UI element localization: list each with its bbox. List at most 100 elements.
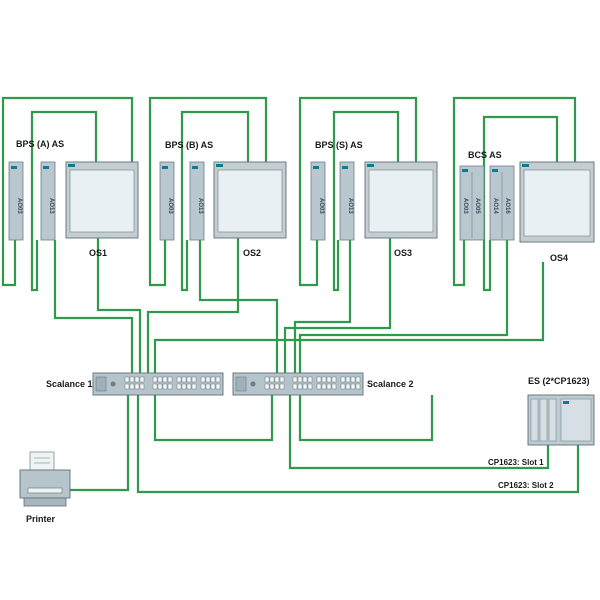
as-group-bcs-label: BCS AS [468, 150, 502, 160]
os1-monitor [65, 161, 139, 239]
switch-port [134, 376, 140, 383]
switch-port [345, 376, 351, 383]
os1-label: OS1 [89, 248, 107, 258]
cable-a-to-switch [53, 240, 134, 373]
switch-port [297, 383, 303, 390]
switch-port [331, 383, 337, 390]
switch-port [355, 383, 361, 390]
cable-printer [70, 395, 130, 492]
switch-port [292, 376, 298, 383]
slot-1-label: CP1623: Slot 1 [488, 458, 544, 467]
switch-port [321, 383, 327, 390]
as-group-s: BPS (S) AS AO03 AO13 OS3 [310, 140, 438, 258]
switch-port [157, 383, 163, 390]
switch-port [345, 383, 351, 390]
as-b-module-2-label: AO13 [197, 198, 203, 214]
as-group-bcs: BCS AS AO03 AO05 AO14 AO16 OS4 [459, 150, 595, 263]
switch-port [181, 376, 187, 383]
as-a-module-2: AO13 [40, 161, 56, 241]
as-s-module-1: AO03 [310, 161, 326, 241]
es-station [527, 394, 595, 446]
switch-port [269, 376, 275, 383]
switch-port [129, 383, 135, 390]
switch-port [302, 376, 308, 383]
switch-port [326, 376, 332, 383]
as-b-module-2: AO13 [189, 161, 205, 241]
switch-port [176, 383, 182, 390]
scalance-1-label: Scalance 1 [46, 379, 93, 389]
scalance-2-switch [232, 372, 364, 396]
os4-monitor [519, 161, 595, 243]
cable-a-inner [30, 110, 98, 292]
switch-port [200, 383, 206, 390]
os3-monitor [364, 161, 438, 239]
switch-port [326, 383, 332, 390]
switch-port [215, 383, 221, 390]
cable-os4-to-switch [153, 262, 545, 373]
switch-port [297, 376, 303, 383]
slot-2-label: CP1623: Slot 2 [498, 481, 554, 490]
switch-port [307, 383, 313, 390]
cable-bcs-to-switch [298, 240, 509, 373]
switch-port [316, 383, 322, 390]
as-b-module-1-label: AO03 [167, 198, 173, 214]
as-s-module-1-label: AO03 [318, 198, 324, 214]
os2-monitor [213, 161, 287, 239]
switch-port [321, 376, 327, 383]
as-s-module-2-label: AO13 [347, 198, 353, 214]
switch-port [331, 376, 337, 383]
as-a-module-2-label: AO13 [48, 198, 54, 214]
network-cables [1, 96, 580, 494]
switch-port [129, 376, 135, 383]
bcs-rack-1: AO03 AO05 [459, 165, 485, 241]
printer-icon [19, 451, 71, 507]
cable-os2-to-switch [146, 238, 240, 373]
switch-port [186, 376, 192, 383]
switch-port [191, 383, 197, 390]
os3-label: OS3 [394, 248, 412, 258]
cable-a-outer [1, 96, 134, 287]
as-group-s-label: BPS (S) AS [315, 140, 363, 150]
switch-port [274, 376, 280, 383]
cable-os1-to-switch [96, 238, 142, 373]
cable-bcs-outer [452, 96, 577, 287]
switch-port [162, 376, 168, 383]
bcs-module-2-label: AO05 [474, 198, 480, 214]
as-a-module-1: AO03 [8, 161, 24, 241]
cable-slot1 [288, 395, 550, 470]
as-group-b: BPS (B) AS AO03 AO13 OS2 [159, 140, 287, 258]
switch-port [157, 376, 163, 383]
switch-port [139, 383, 145, 390]
switch-port [302, 383, 308, 390]
switch-port [215, 376, 221, 383]
switch-port [307, 376, 313, 383]
switch-port [340, 383, 346, 390]
cable-s-to-switch [293, 240, 352, 373]
cable-s-inner [332, 110, 400, 292]
os2-label: OS2 [243, 248, 261, 258]
switch-port [350, 376, 356, 383]
switch-port [269, 383, 275, 390]
es-label: ES (2*CP1623) [528, 376, 590, 386]
switch-port [264, 376, 270, 383]
switch-port [340, 376, 346, 383]
switch-port [162, 383, 168, 390]
switch-port [191, 376, 197, 383]
switch-port [279, 383, 285, 390]
cable-slot2 [136, 395, 580, 494]
cable-b-outer [148, 96, 268, 287]
as-s-module-2: AO13 [339, 161, 355, 241]
switch-port [167, 376, 173, 383]
switch-port [210, 376, 216, 383]
as-group-b-label: BPS (B) AS [165, 140, 213, 150]
cable-sw1-loop [153, 395, 274, 442]
switch-port [139, 376, 145, 383]
as-group-a: BPS (A) AS AO03 AO13 OS1 [8, 139, 139, 258]
switch-port [205, 376, 211, 383]
scalance-2-label: Scalance 2 [367, 379, 414, 389]
switch-port [181, 383, 187, 390]
bcs-module-3-label: AO14 [492, 198, 498, 214]
switch-port [176, 376, 182, 383]
switch-port [264, 383, 270, 390]
